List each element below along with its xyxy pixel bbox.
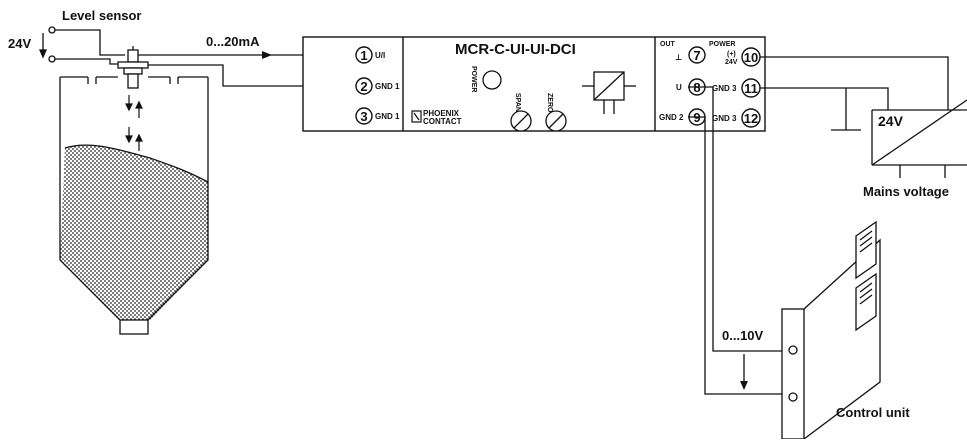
terminal-10-label-b: (+) [727,51,736,58]
terminal-10-label-c: 24V [725,59,738,66]
power-wires [760,56,949,131]
current-arrow [262,51,272,59]
current-signal-label: 0...20mA [206,34,260,49]
terminal-10: 10 POWER (+) 24V [709,41,761,67]
terminal-2-number: 2 [360,79,367,94]
power-led-label: POWER [470,66,477,92]
terminal-2: 2 GND 1 [355,77,400,95]
terminal-9-label: GND 2 [659,113,684,122]
psu-voltage-label: 24V [878,113,904,129]
terminal-11: 11 GND 3 [712,78,761,98]
sensor-supply-wires [55,29,128,65]
voltage-signal-label: 0...10V [722,328,764,343]
control-unit-label: Control unit [836,405,910,420]
terminal-7-ground-symbol: ⊥ [675,53,682,62]
terminal-10-label-a: POWER [709,41,735,48]
terminal-12: 12 GND 3 [712,108,761,128]
terminal-1-label: U/I [375,51,385,60]
card-connector-1 [859,230,873,253]
measurement-arrows [125,95,143,151]
output-wires [688,86,782,395]
supply-voltage-label: 24V [8,36,31,51]
terminal-7-label: OUT [660,41,676,48]
terminal-11-number: 11 [744,81,758,96]
control-unit-card [781,220,881,440]
terminal-11-label: GND 3 [712,84,737,93]
terminal-8-label: U [676,83,682,92]
brand-line-2: CONTACT [423,117,462,126]
mcr-module [302,36,766,132]
terminal-10-number: 10 [744,50,758,65]
power-supply-unit [871,99,967,178]
isolation-symbol [582,71,636,114]
terminal-12-number: 12 [744,111,758,126]
module-title: MCR-C-UI-UI-DCI [455,41,576,58]
voltage-arrow [740,381,748,390]
phoenix-contact-logo: PHOENIX CONTACT [411,109,462,126]
terminal-1-number: 1 [360,48,367,63]
terminal-12-label: GND 3 [712,114,737,123]
span-potentiometer [510,110,532,132]
terminal-1: 1 U/I [355,46,385,64]
power-led [482,70,502,90]
level-sensor-label: Level sensor [62,8,142,23]
silo-tank [59,76,209,335]
terminal-3-label: GND 1 [375,112,400,121]
card-connector-2 [859,282,873,305]
span-label: SPAN [514,93,521,112]
supply-terminals [39,26,56,63]
terminal-7: 7 OUT ⊥ [660,41,706,64]
zero-potentiometer [545,110,567,132]
mains-voltage-label: Mains voltage [863,184,949,199]
level-sensor [117,46,149,89]
zero-label: ZERO [546,93,553,113]
terminal-3: 3 GND 1 [355,107,400,125]
terminal-3-number: 3 [360,109,367,124]
terminal-2-label: GND 1 [375,82,400,91]
terminal-7-number: 7 [693,48,700,63]
brand-line-1: PHOENIX [423,109,460,118]
